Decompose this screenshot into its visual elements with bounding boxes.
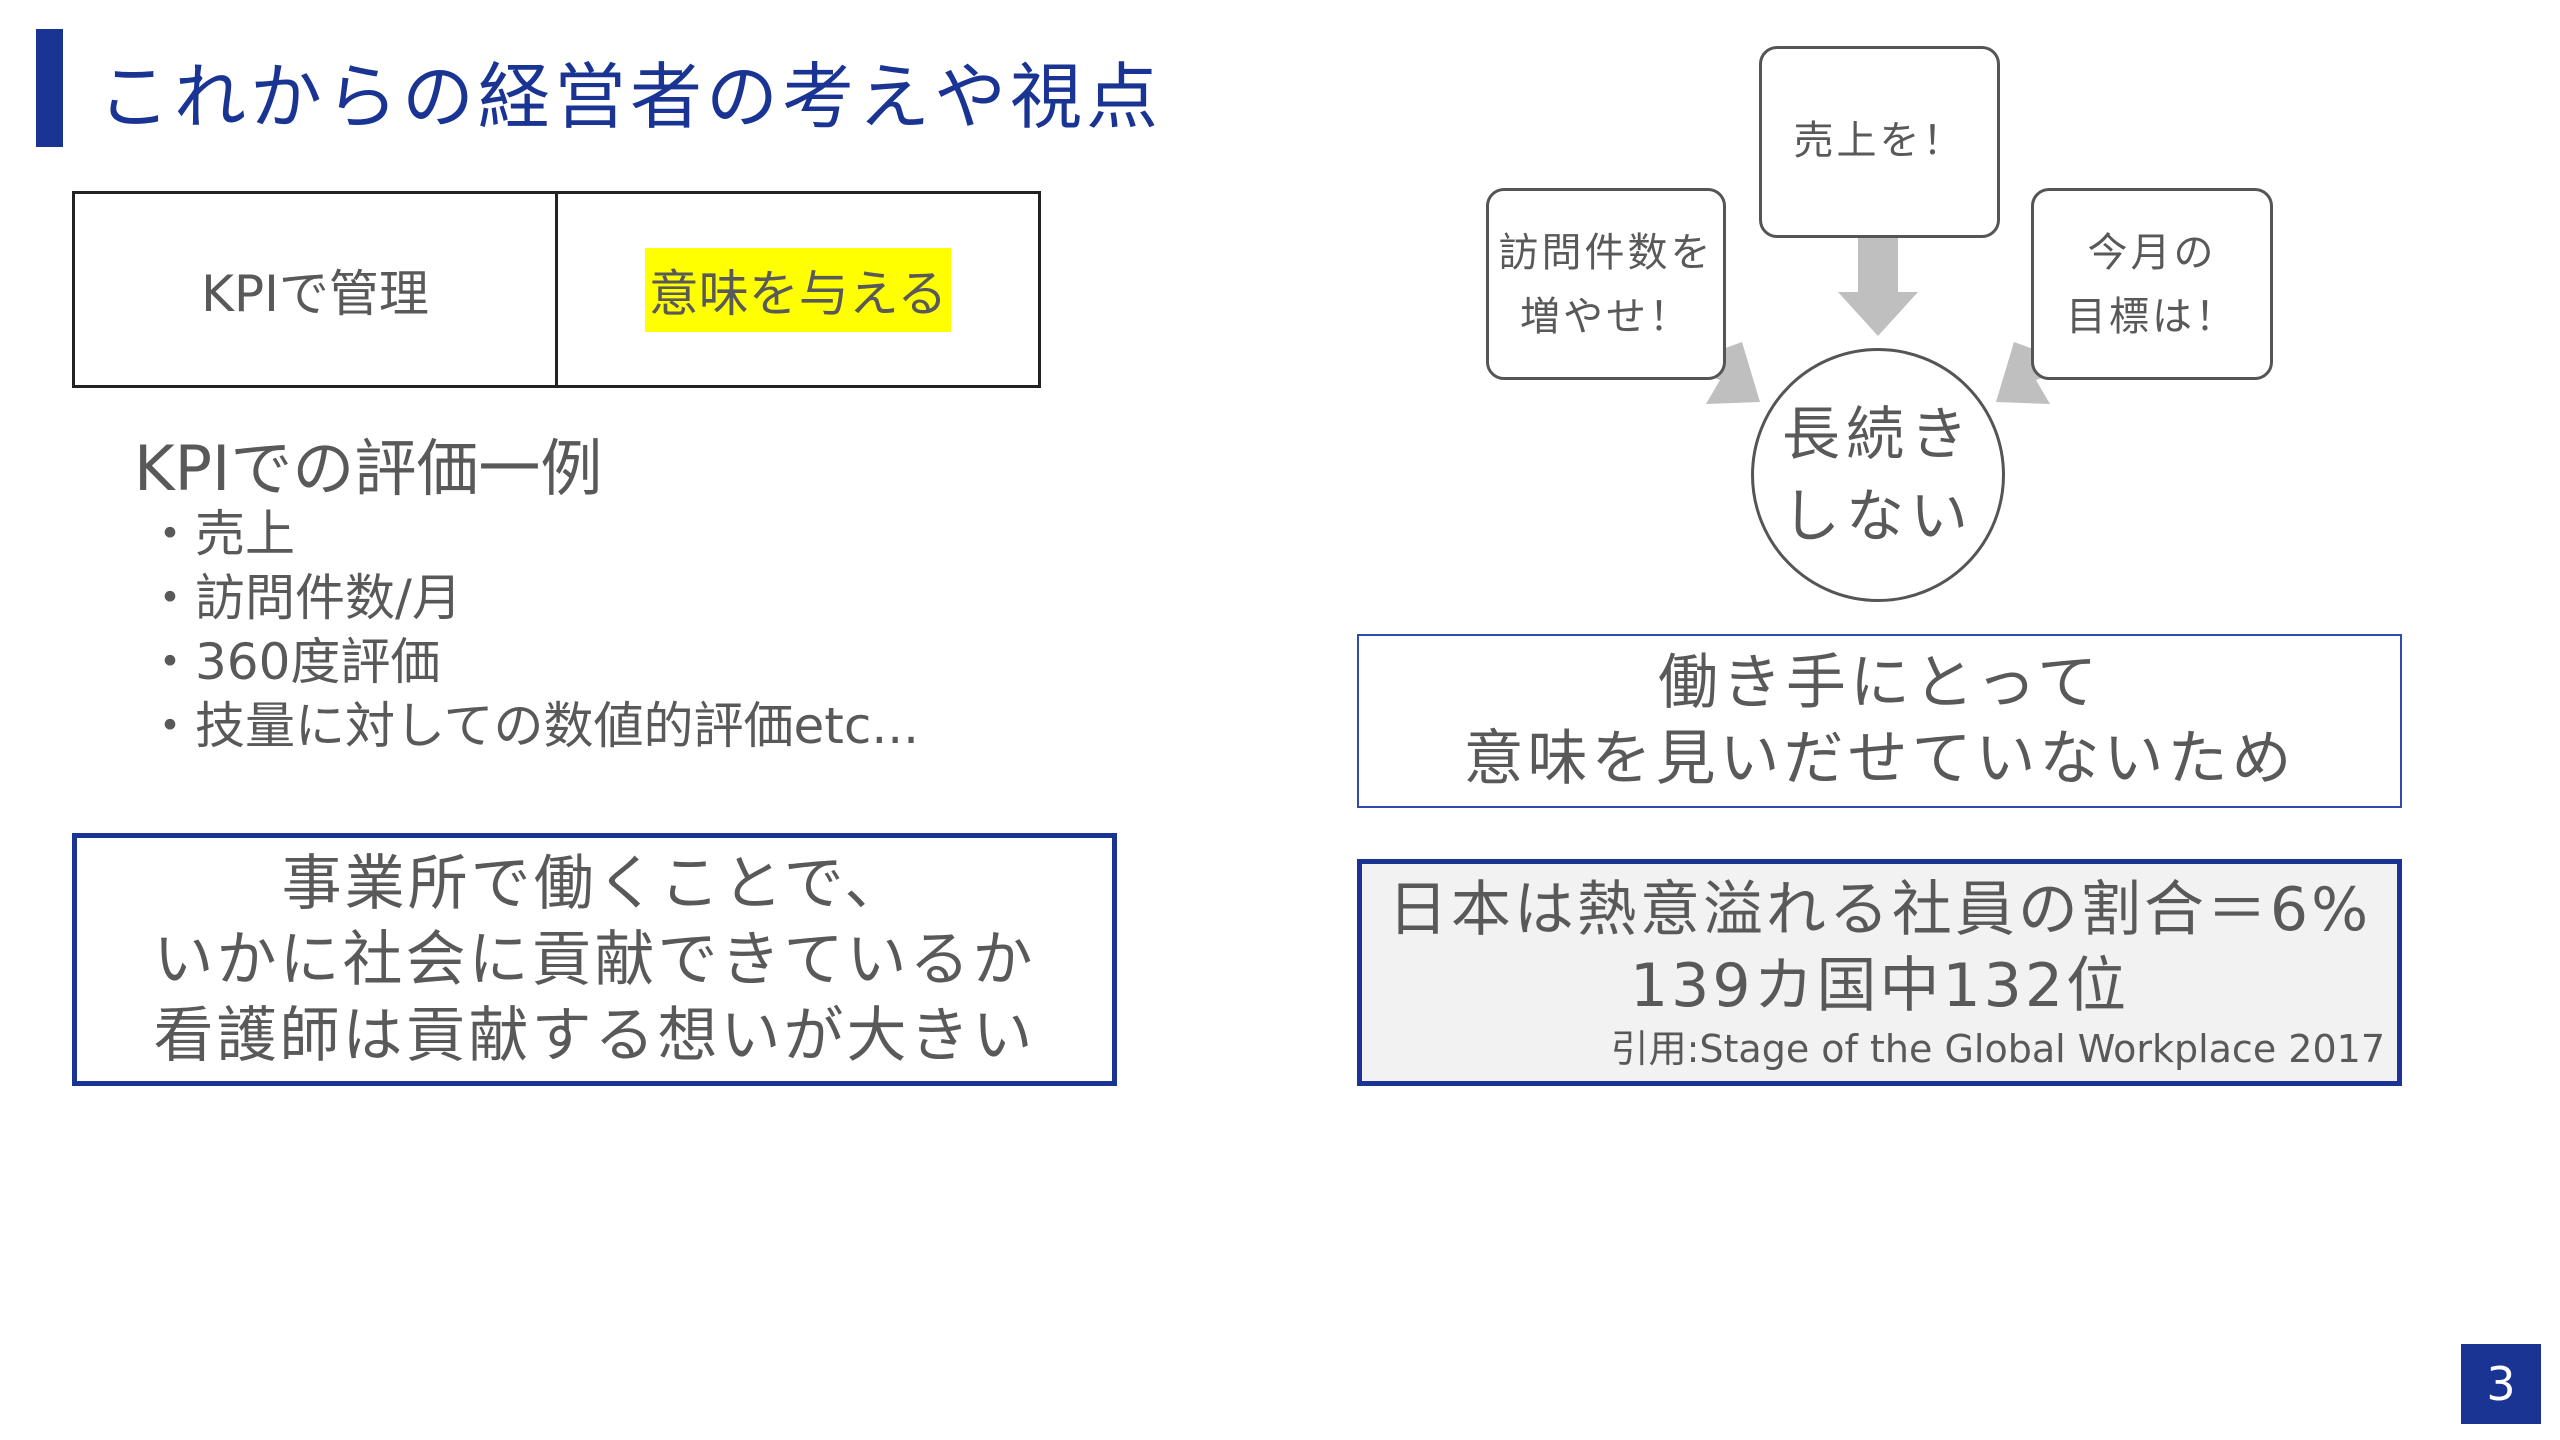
statistic-line: 日本は熱意溢れる社員の割合＝6%	[1387, 874, 2372, 945]
visits-box: 訪問件数を 増やせ！	[1486, 188, 1726, 380]
page-title: これからの経営者の考えや視点	[98, 55, 1163, 139]
goal-text: 目標は！	[2066, 294, 2238, 340]
contribution-line: 事業所で働くことで、	[281, 848, 908, 919]
reason-line: 働き手にとって	[1657, 648, 2102, 718]
title-accent-bar	[36, 29, 63, 147]
result-text: 長続き	[1781, 400, 1974, 468]
visits-text: 増やせ！	[1520, 294, 1692, 340]
down-arrow-icon	[1838, 238, 1918, 336]
example-item: ・360度評価	[145, 633, 441, 691]
statistic-box: 日本は熱意溢れる社員の割合＝6% 139カ国中132位 引用:Stage of …	[1357, 859, 2402, 1086]
sales-box: 売上を！	[1759, 46, 2000, 238]
contribution-line: いかに社会に貢献できているか	[153, 924, 1036, 995]
sales-text: 売上を！	[1793, 118, 1966, 164]
comparison-right-cell: 意味を与える	[558, 194, 1038, 385]
comparison-table: KPIで管理 意味を与える	[72, 191, 1041, 388]
give-meaning-label: 意味を与える	[644, 247, 952, 332]
result-text: しない	[1781, 482, 1974, 550]
page-number: 3	[2461, 1344, 2541, 1424]
example-item: ・訪問件数/月	[145, 569, 462, 627]
example-item: ・売上	[145, 505, 295, 563]
reason-box: 働き手にとって 意味を見いだせていないため	[1357, 634, 2402, 808]
citation: 引用:Stage of the Global Workplace 2017	[1610, 1026, 2385, 1071]
reason-line: 意味を見いだせていないため	[1463, 724, 2296, 794]
examples-heading: KPIでの評価一例	[134, 432, 603, 505]
kpi-management-label: KPIで管理	[201, 264, 429, 323]
goal-box: 今月の 目標は！	[2031, 188, 2273, 380]
contribution-line: 看護師は貢献する想いが大きい	[153, 1000, 1036, 1071]
contribution-box: 事業所で働くことで、 いかに社会に貢献できているか 看護師は貢献する想いが大きい	[72, 833, 1117, 1086]
comparison-left-cell: KPIで管理	[75, 194, 558, 385]
statistic-line: 139カ国中132位	[1629, 950, 2130, 1021]
goal-text: 今月の	[2087, 230, 2217, 276]
example-item: ・技量に対しての数値的評価etc...	[145, 697, 920, 755]
visits-text: 訪問件数を	[1498, 230, 1714, 276]
result-circle: 長続き しない	[1751, 348, 2005, 602]
